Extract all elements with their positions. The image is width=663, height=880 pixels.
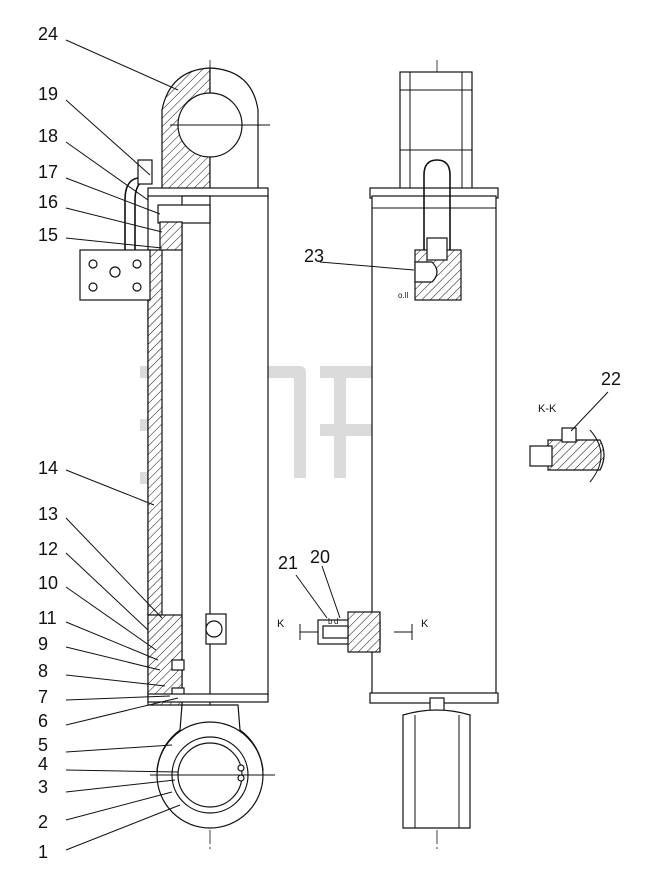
piston-rod [181, 195, 211, 737]
section-mark-right: K [421, 618, 429, 630]
side-port-section [347, 611, 381, 653]
callout-20: 20 [310, 547, 330, 567]
dim-d: d [334, 617, 338, 626]
callout-2: 2 [38, 812, 48, 832]
grease-nipple [237, 764, 245, 772]
piston-seal-section [159, 221, 183, 251]
top-eye-front [399, 71, 473, 195]
leader-lines [65, 39, 609, 851]
callout-7: 7 [38, 687, 48, 707]
bottom-eye-front [402, 709, 471, 829]
bracket-hole [132, 259, 142, 269]
pipe-front [423, 159, 451, 252]
callout-19: 19 [38, 84, 58, 104]
callout-18: 18 [38, 126, 58, 146]
left-view [79, 60, 275, 850]
callout-1: 1 [38, 842, 48, 862]
fitting-23-nut [426, 237, 448, 261]
seal-ring [171, 659, 185, 671]
callout-21: 21 [278, 553, 298, 573]
pipe-fitting-top [137, 159, 153, 185]
piston-head [157, 204, 211, 224]
dim-b: b [328, 617, 333, 626]
bracket-hole [88, 259, 98, 269]
section-kk-body [547, 439, 605, 471]
callout-23: 23 [304, 246, 324, 266]
callout-17: 17 [38, 162, 58, 182]
callout-9: 9 [38, 634, 48, 654]
callout-12: 12 [38, 539, 58, 559]
callout-24: 24 [38, 24, 58, 44]
section-kk-plug [561, 427, 577, 443]
side-port-nipple [322, 625, 349, 639]
fitting-23-port [414, 261, 438, 283]
callout-15: 15 [38, 225, 58, 245]
bottom-collar [147, 693, 269, 703]
callout-11: 11 [38, 608, 57, 628]
callout-14: 14 [38, 458, 58, 478]
section-kk-nipple [529, 445, 553, 467]
right-view: o.ll K K b d [277, 60, 499, 850]
callout-5: 5 [38, 735, 48, 755]
callout-6: 6 [38, 711, 48, 731]
feed-pipe-inner [134, 177, 149, 250]
port-label: o.ll [398, 291, 408, 300]
callout-22: 22 [601, 369, 621, 389]
bracket-center-hole [109, 266, 121, 278]
barrel-wall-section [147, 249, 163, 616]
bracket-hole [88, 282, 98, 292]
port-bore [205, 620, 223, 638]
section-mark-left: K [277, 618, 285, 630]
callout-labels: 24 19 18 17 16 15 14 13 12 10 11 9 8 7 6… [38, 24, 621, 862]
callout-13: 13 [38, 504, 58, 524]
callout-10: 10 [38, 573, 58, 593]
grease-nipple [237, 774, 245, 782]
section-title: K-K [538, 403, 557, 415]
bracket-hole [132, 282, 142, 292]
callout-4: 4 [38, 754, 48, 774]
callout-16: 16 [38, 192, 58, 212]
section-k-k: K-K [529, 403, 605, 483]
callout-3: 3 [38, 777, 48, 797]
section-kk-break [589, 429, 602, 483]
callout-8: 8 [38, 661, 48, 681]
